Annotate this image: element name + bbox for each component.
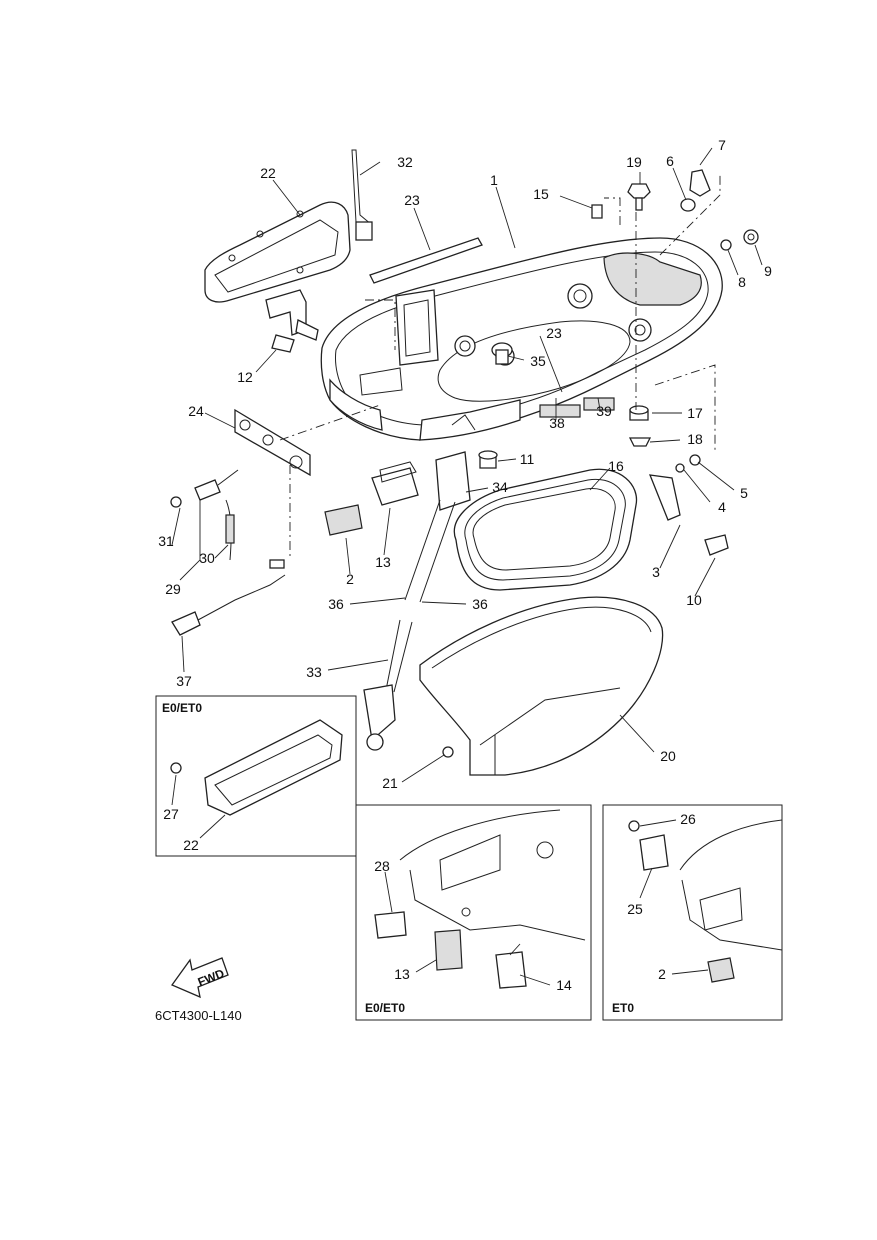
callout-27: 27 — [163, 806, 179, 822]
callout-2: 2 — [658, 966, 666, 982]
callout-6: 6 — [666, 153, 674, 169]
callout-5: 5 — [740, 485, 748, 501]
callout-22: 22 — [260, 165, 276, 181]
shift-cable-parts — [363, 499, 456, 751]
callout-37: 37 — [176, 673, 192, 689]
inset-label-left: E0/ET0 — [162, 701, 202, 715]
callout-20: 20 — [660, 748, 676, 764]
callout-16: 16 — [608, 458, 624, 474]
callout-8: 8 — [738, 274, 746, 290]
callout-24: 24 — [188, 403, 204, 419]
callout-38: 38 — [549, 415, 565, 431]
inset-label-middle: E0/ET0 — [365, 1001, 405, 1015]
callout-11: 11 — [520, 451, 535, 467]
callout-23: 23 — [546, 325, 562, 341]
bottom-cover-panel-part — [419, 596, 664, 776]
bottom-cowling-part — [320, 237, 723, 441]
hardware-parts — [435, 169, 759, 556]
callout-13: 13 — [394, 966, 410, 982]
sensor-cable-part — [171, 559, 286, 636]
callout-36: 36 — [328, 596, 344, 612]
rubber-seal-ring-part — [453, 468, 638, 591]
callout-14: 14 — [556, 977, 572, 993]
callout-34: 34 — [492, 479, 508, 495]
callout-2: 2 — [346, 571, 354, 587]
inset-box-middle — [355, 804, 592, 1021]
callout-26: 26 — [680, 811, 696, 827]
stop-switch-parts — [170, 469, 239, 561]
callout-35: 35 — [530, 353, 546, 369]
callout-13: 13 — [375, 554, 391, 570]
upper-cover-panel-part — [204, 201, 351, 303]
callout-labels: 32 22 23 1 15 19 6 7 9 8 12 23 35 24 17 … — [158, 137, 772, 993]
seal-strip-part — [369, 237, 483, 284]
callout-33: 33 — [306, 664, 322, 680]
callout-23: 23 — [404, 192, 420, 208]
drawing-code: 6CT4300-L140 — [155, 1008, 242, 1023]
leader-lines — [171, 147, 763, 783]
callout-22: 22 — [183, 837, 199, 853]
callout-36: 36 — [472, 596, 488, 612]
grommet-part — [491, 342, 513, 365]
inset-label-right: ET0 — [612, 1001, 634, 1015]
callout-3: 3 — [652, 564, 660, 580]
alignment-lines — [279, 175, 721, 560]
callout-39: 39 — [596, 403, 612, 419]
callout-32: 32 — [397, 154, 413, 170]
callout-19: 19 — [626, 154, 642, 170]
callout-9: 9 — [764, 263, 772, 279]
lock-rod-part — [351, 149, 373, 241]
callout-30: 30 — [199, 550, 215, 566]
callout-10: 10 — [686, 592, 702, 608]
inset-box-left — [155, 695, 357, 857]
callout-17: 17 — [687, 405, 703, 421]
callout-7: 7 — [718, 137, 726, 153]
clamp-part — [265, 289, 319, 353]
callout-1: 1 — [490, 172, 498, 188]
callout-12: 12 — [237, 369, 253, 385]
callout-15: 15 — [533, 186, 549, 202]
callout-25: 25 — [627, 901, 643, 917]
callout-4: 4 — [718, 499, 726, 515]
inset-box-right — [602, 804, 783, 1021]
screw-part — [442, 746, 454, 758]
callout-28: 28 — [374, 858, 390, 874]
callout-31: 31 — [158, 533, 174, 549]
callout-29: 29 — [165, 581, 181, 597]
callout-21: 21 — [382, 775, 398, 791]
callout-18: 18 — [687, 431, 703, 447]
grommet-pad-parts — [324, 461, 419, 536]
gasket-plate-part — [234, 408, 311, 477]
forward-arrow-icon: FWD — [170, 957, 229, 999]
